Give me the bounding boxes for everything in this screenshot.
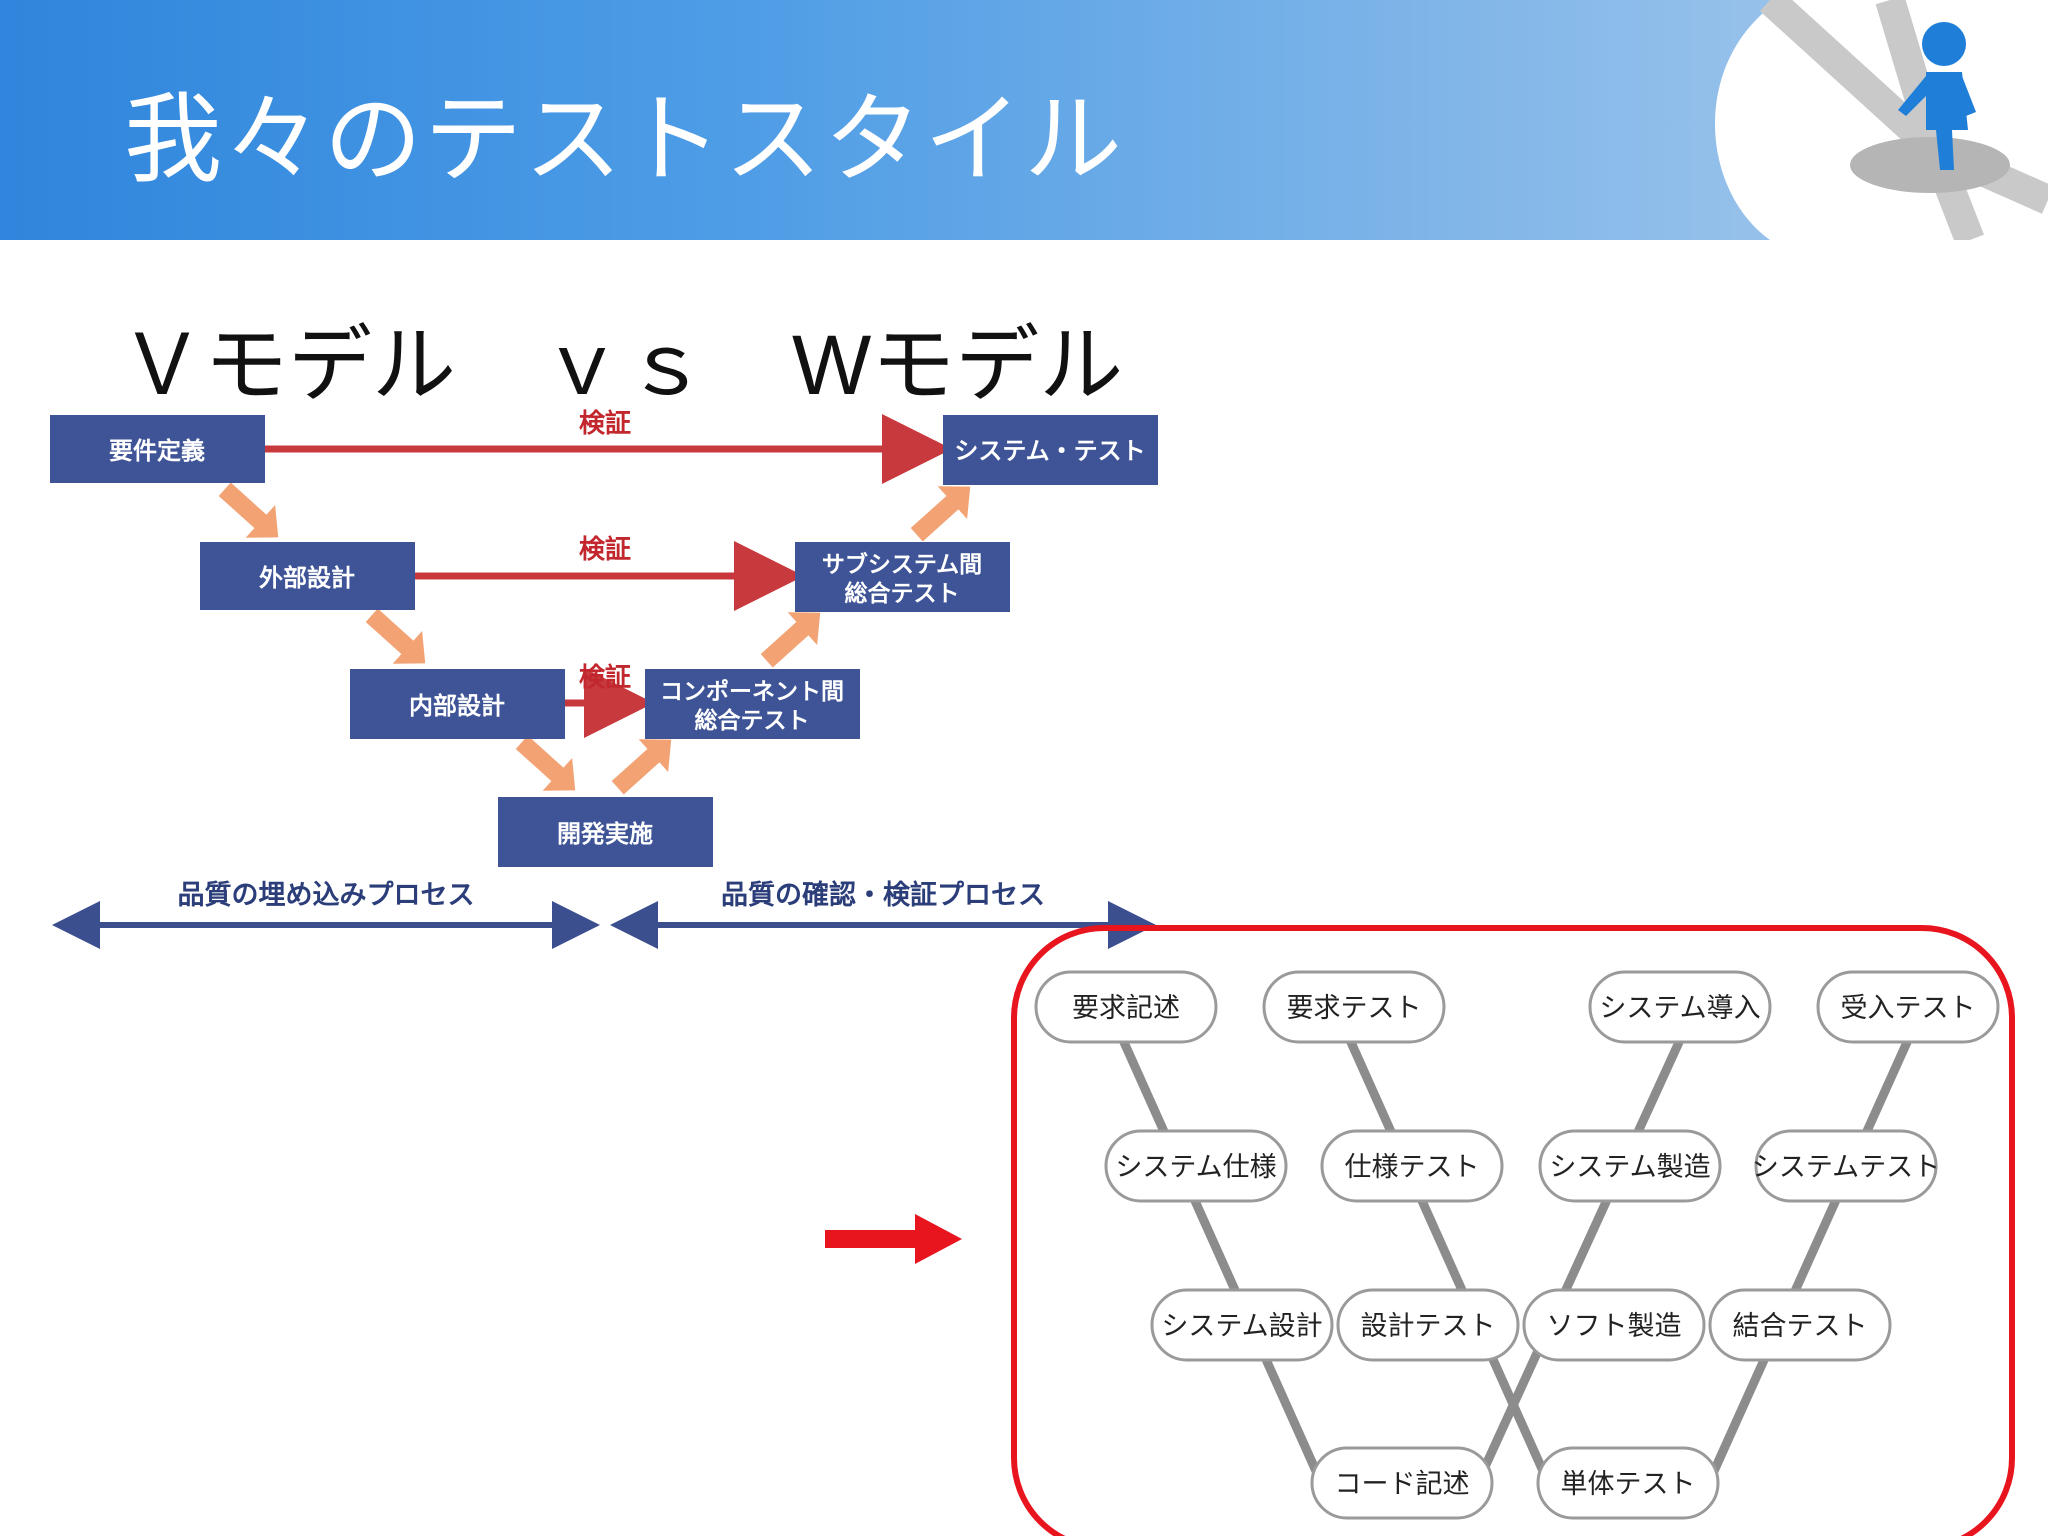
w-node-software-manufacturing: [1522, 1288, 1706, 1362]
page-title: 我々のテストスタイル: [124, 83, 1125, 197]
w-node-unit-test: [1536, 1446, 1720, 1520]
w-node-design-test-label: 設計テスト: [1361, 1311, 1496, 1342]
v-box-external-design: [200, 542, 415, 610]
down-arrow-3: [515, 735, 576, 791]
v-box-system-test: [943, 415, 1158, 485]
w-node-specification-test-label: 仕様テスト: [1345, 1152, 1480, 1183]
v-box-subsystem-test-label-2: 総合テスト: [845, 580, 960, 607]
w-node-system-test-label: システムテスト: [1752, 1152, 1940, 1183]
w-node-system-design: [1150, 1288, 1334, 1362]
w-node-requirement-test-label: 要求テスト: [1287, 993, 1422, 1024]
w-node-integration-test-label: 結合テスト: [1733, 1311, 1868, 1342]
verify-label-1: 検証: [579, 408, 631, 439]
person-crossroads-illustration: [1715, 0, 2048, 240]
w-node-system-introduction: [1588, 970, 1772, 1044]
v-model-flow-arrows: [218, 482, 971, 795]
w-node-acceptance-test-label: 受入テスト: [1841, 993, 1976, 1024]
w-node-unit-test-label: 単体テスト: [1561, 1469, 1696, 1500]
up-arrow-1: [611, 739, 672, 795]
w-node-design-test: [1336, 1288, 1520, 1362]
down-arrow-2: [365, 608, 426, 664]
w-node-specification-test: [1320, 1129, 1504, 1203]
w-node-requirement-test: [1262, 970, 1446, 1044]
v-box-internal-design-label: 内部設計: [409, 692, 505, 720]
embed-process-label: 品質の埋め込みプロセス: [178, 880, 475, 911]
w-node-acceptance-test: [1816, 970, 2000, 1044]
v-box-subsystem-test-label-1: サブシステム間: [822, 551, 982, 578]
w-node-requirement-description-label: 要求記述: [1072, 993, 1180, 1024]
down-arrow-1: [218, 482, 279, 538]
v-model-boxes: 要件定義 外部設計 内部設計 開発実施 コンポーネント間 総合テスト サブシステ…: [50, 415, 1158, 867]
v-box-external-design-label: 外部設計: [259, 564, 355, 592]
up-arrow-3: [910, 486, 971, 542]
w-node-system-design-label: システム設計: [1161, 1311, 1322, 1342]
w-model-highlight-frame: [1011, 925, 2015, 1536]
verify-label-3: 検証: [579, 662, 631, 693]
w-node-system-specification-label: システム仕様: [1115, 1152, 1276, 1183]
w-node-code-description-label: コード記述: [1335, 1469, 1470, 1500]
w-node-system-manufacturing: [1538, 1129, 1722, 1203]
w-node-requirement-description: [1034, 970, 1218, 1044]
v-box-component-test: [645, 669, 860, 739]
w-node-system-specification: [1104, 1129, 1288, 1203]
v-box-development-label: 開発実施: [557, 820, 653, 848]
w-node-system-introduction-label: システム導入: [1599, 993, 1760, 1024]
v-box-requirements: [50, 415, 265, 483]
w-node-integration-test: [1708, 1288, 1892, 1362]
w-node-system-test: [1754, 1129, 1938, 1203]
v-box-requirements-label: 要件定義: [109, 437, 205, 465]
v-box-component-test-label-1: コンポーネント間: [660, 678, 844, 705]
v-box-system-test-label: システム・テスト: [954, 437, 1145, 465]
verify-process-label: 品質の確認・検証プロセス: [721, 879, 1045, 911]
v-box-subsystem-test: [795, 542, 1010, 612]
verify-label-2: 検証: [579, 534, 631, 565]
w-node-code-description: [1310, 1446, 1494, 1520]
w-node-software-manufacturing-label: ソフト製造: [1547, 1311, 1682, 1342]
w-model-nodes: 要求記述 要求テスト システム導入 受入テスト システム仕様 仕様テスト システ…: [1034, 970, 2000, 1520]
w-node-system-manufacturing-label: システム製造: [1549, 1152, 1710, 1183]
v-box-component-test-label-2: 総合テスト: [695, 707, 810, 734]
w-model-lines: [1118, 1035, 1913, 1485]
v-box-development: [498, 797, 713, 867]
section-subtitle: Ｖモデル ｖｓ Wモデル: [120, 318, 1124, 412]
up-arrow-2: [760, 612, 821, 668]
header-banner: 我々のテストスタイル: [0, 0, 2048, 240]
pointer-arrow: [825, 1214, 962, 1264]
v-box-internal-design: [350, 669, 565, 739]
